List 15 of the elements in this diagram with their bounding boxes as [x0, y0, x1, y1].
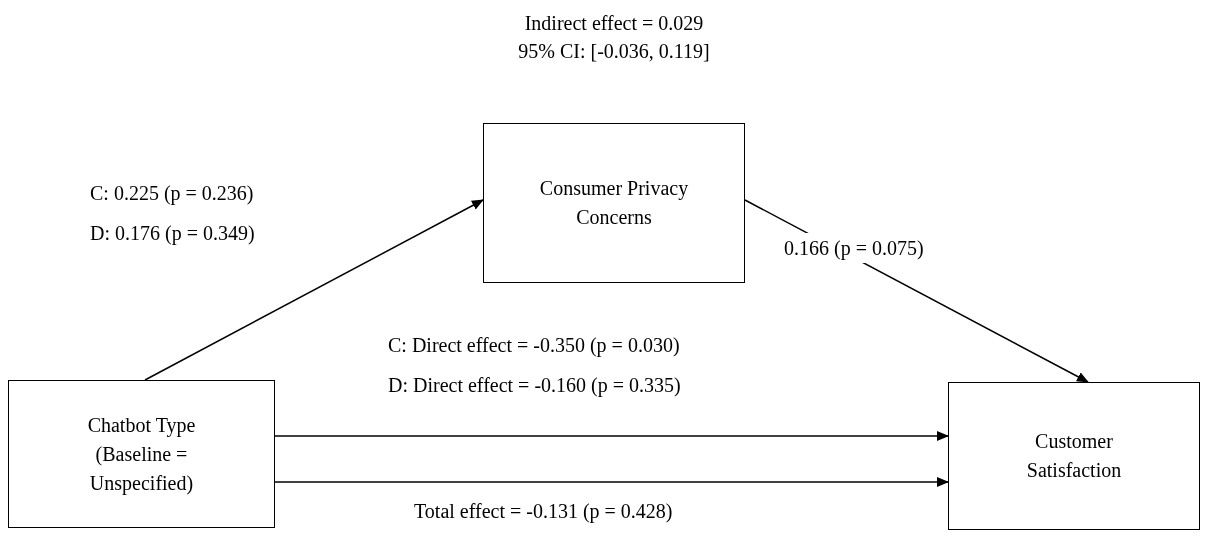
node-label: Consumer Privacy Concerns	[538, 176, 690, 230]
node-label: Chatbot Type (Baseline = Unspecified)	[86, 412, 197, 497]
variable-box	[948, 382, 1200, 530]
variable-box	[483, 123, 745, 283]
arrow	[144, 199, 484, 381]
variable-box	[8, 380, 275, 528]
effect-label: C: Direct effect = -0.350 (p = 0.030)	[388, 333, 680, 359]
effect-label: Indirect effect = 0.029	[524, 11, 704, 36]
effect-label: C: 0.225 (p = 0.236)	[90, 181, 254, 207]
effect-label: 95% CI: [-0.036, 0.119]	[518, 39, 710, 64]
arrow	[274, 477, 949, 487]
node-label: Customer Satisfaction	[1025, 429, 1123, 483]
effect-label: D: Direct effect = -0.160 (p = 0.335)	[388, 373, 681, 399]
arrow	[274, 431, 949, 441]
effect-label: D: 0.176 (p = 0.349)	[90, 221, 255, 247]
